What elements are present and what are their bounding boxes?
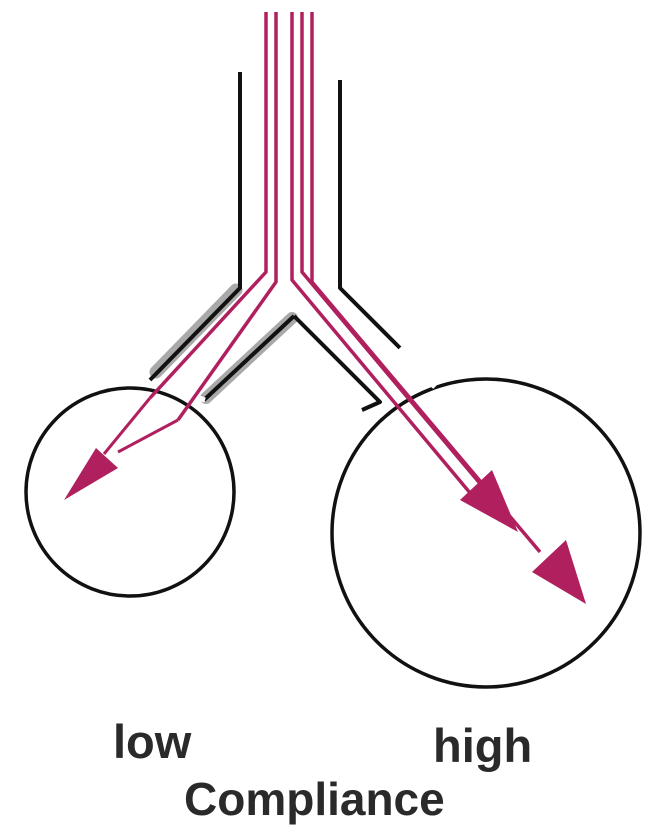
airflow-line-left-outer xyxy=(150,12,266,398)
low-compliance-label: low xyxy=(113,718,191,765)
trachea-right-wall xyxy=(340,80,400,348)
airflow-line-center xyxy=(292,12,486,512)
bronchus-inner-right-wall xyxy=(294,316,380,410)
airflow-arrows xyxy=(64,448,586,604)
bronchus-inner-left-wall xyxy=(204,316,294,400)
high-compliance-label: high xyxy=(433,722,532,769)
trachea-left-wall xyxy=(150,72,240,380)
high-compliance-alveolus xyxy=(332,379,640,687)
airflow-line-left-inner xyxy=(178,12,276,420)
low-compliance-alveolus xyxy=(26,388,234,596)
arrow-head-icon xyxy=(460,470,518,532)
compliance-caption: Compliance xyxy=(184,776,445,822)
arrow-head-icon xyxy=(64,448,118,500)
airflow-line-right-1 xyxy=(302,12,504,512)
